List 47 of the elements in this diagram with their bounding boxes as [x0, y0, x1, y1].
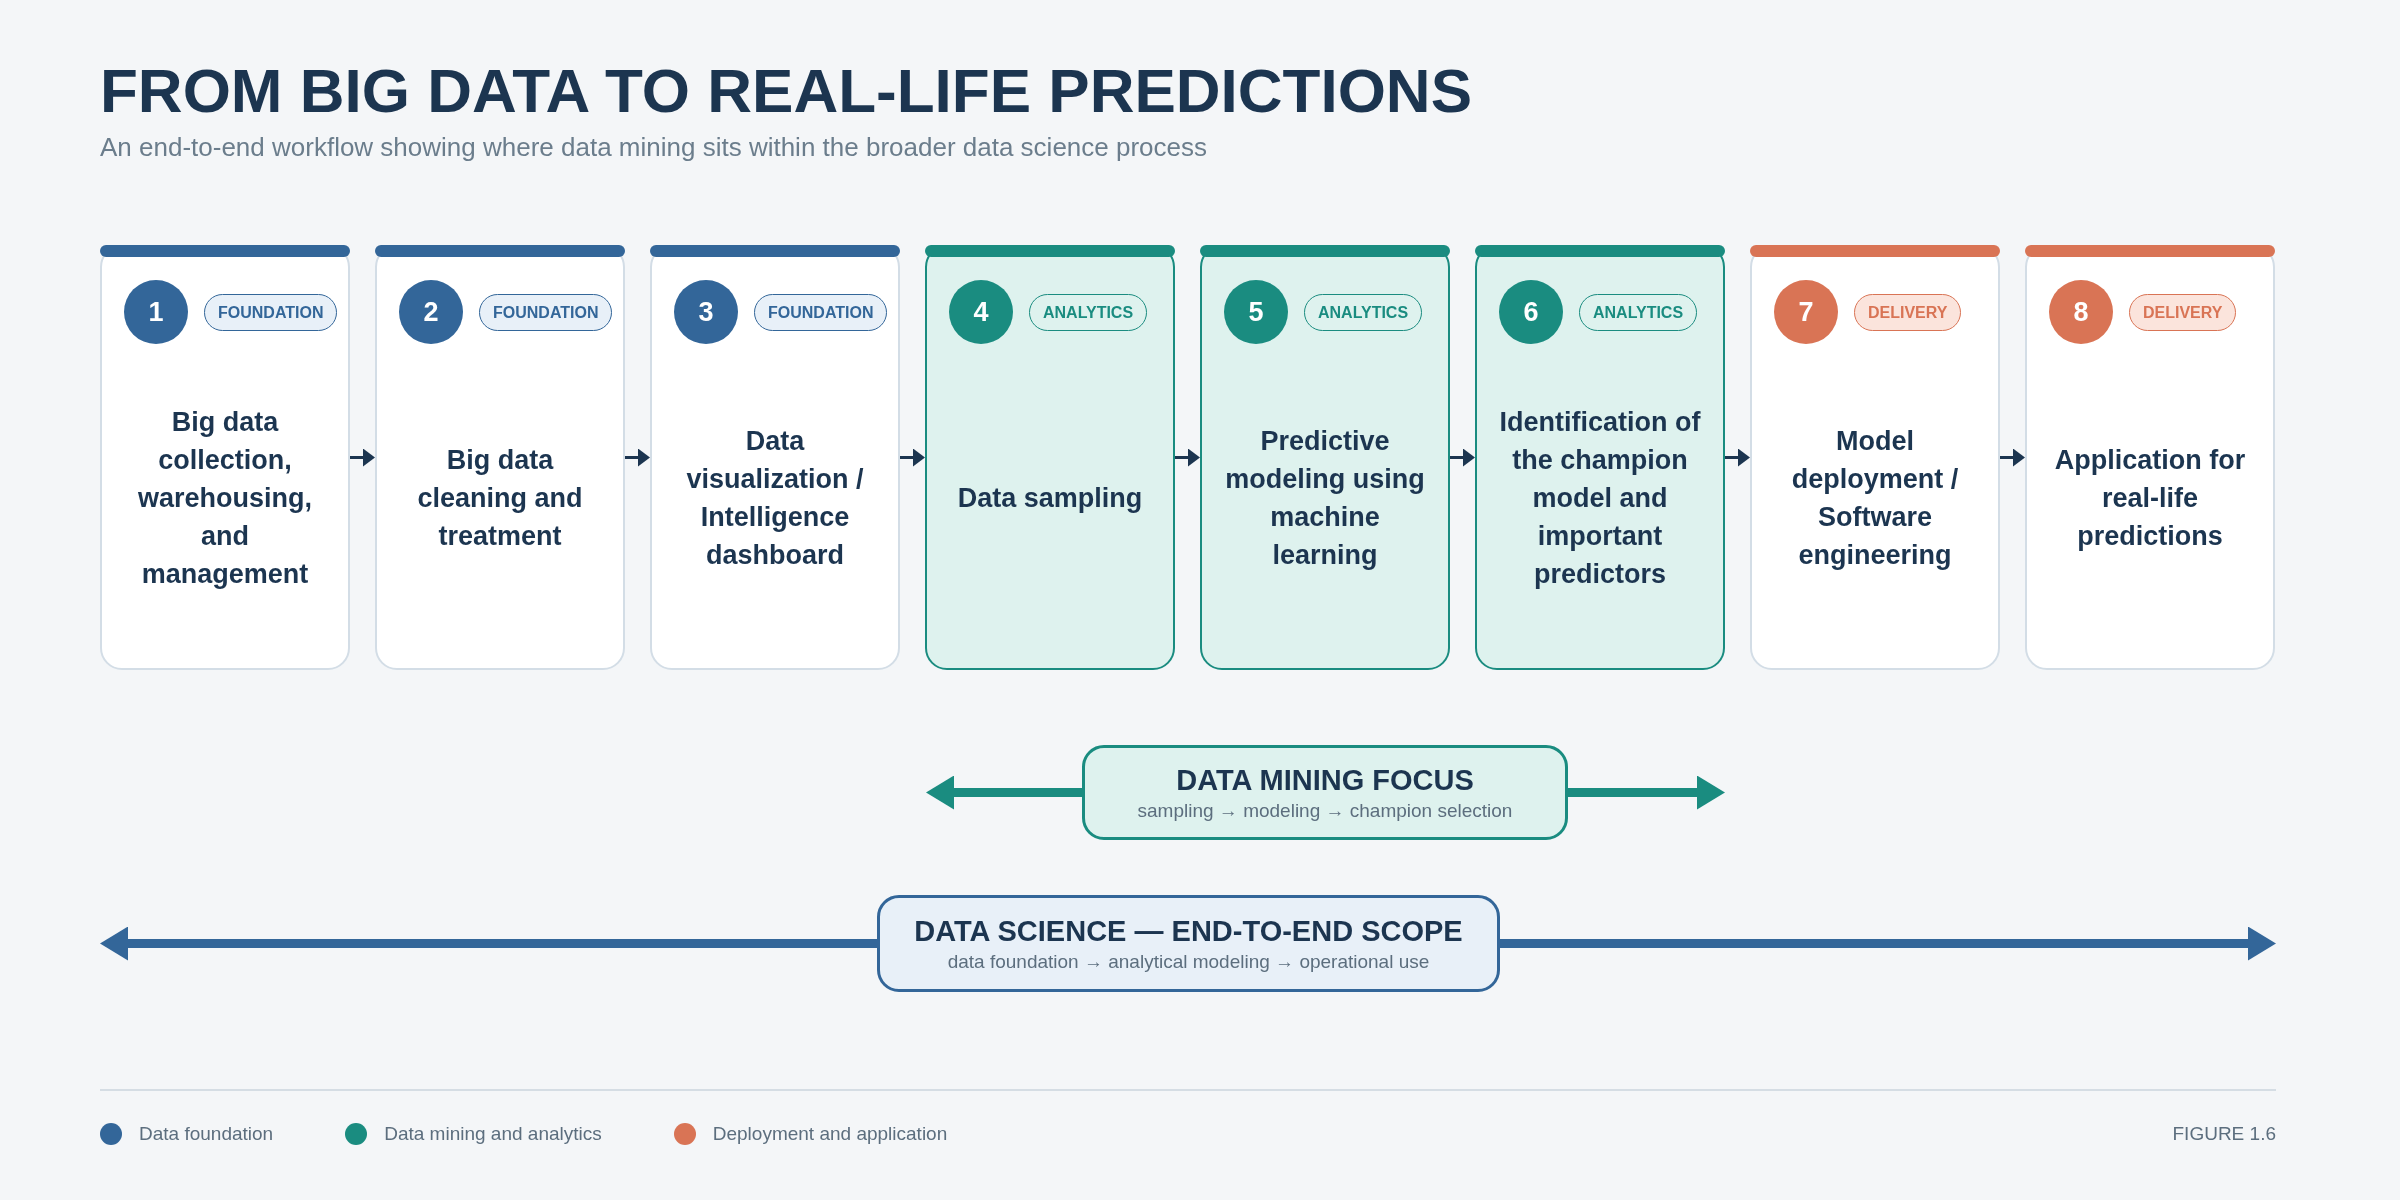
category-tag: FOUNDATION	[754, 294, 888, 331]
step-card	[375, 245, 625, 670]
category-tag: ANALYTICS	[1029, 294, 1148, 331]
category-tag: FOUNDATION	[204, 294, 338, 331]
category-tag: DELIVERY	[2129, 294, 2237, 331]
step-title: Predictive modeling using machine learning	[1224, 424, 1426, 572]
step-title: Model deployment / Software engineering	[1790, 424, 1960, 572]
scope-title: DATA SCIENCE — END-TO-END SCOPE	[914, 913, 1463, 949]
thick-arrow	[926, 775, 1082, 810]
arrow	[1175, 448, 1200, 467]
step-card	[650, 245, 900, 670]
step-card	[925, 245, 1175, 670]
legend-label: Data foundation	[139, 1123, 274, 1145]
legend-label: Data mining and analytics	[384, 1123, 602, 1145]
scope-box	[877, 895, 1500, 992]
arrow	[2000, 448, 2025, 467]
thick-arrow	[1568, 775, 1725, 810]
step-title: Identification of the champion model and important predictors	[1498, 405, 1702, 591]
category-tag: ANALYTICS	[1579, 294, 1698, 331]
arrow	[1450, 448, 1475, 467]
step-title: Data sampling	[957, 481, 1143, 515]
scope-title: DATA MINING FOCUS	[1176, 762, 1474, 798]
thick-arrow	[1500, 926, 2276, 961]
step-title: Big data cleaning and treatment	[416, 443, 584, 553]
scope-box	[1082, 745, 1568, 840]
thick-arrow	[100, 926, 877, 961]
step-card	[1750, 245, 2000, 670]
category-tag: ANALYTICS	[1304, 294, 1423, 331]
step-title: Big data collection, warehousing, and management	[137, 405, 313, 591]
step-title: Application for real-life predictions	[2053, 443, 2247, 553]
scope-subtitle: sampling → modeling → champion selection	[1137, 798, 1513, 823]
arrow	[625, 448, 650, 467]
subtitle: An end-to-end workflow showing where data mining sits within the broader data science process	[100, 134, 1208, 160]
arrow	[900, 448, 925, 467]
scope-subtitle: data foundation → analytical modeling → operational use	[947, 949, 1430, 974]
arrow	[350, 448, 375, 467]
step-card	[1475, 245, 1725, 670]
step-title: Data visualization / Intelligence dashboard	[685, 424, 865, 572]
arrow	[1725, 448, 1750, 467]
category-tag: FOUNDATION	[479, 294, 613, 331]
step-card	[2025, 245, 2275, 670]
diagram-title: FROM BIG DATA TO REAL-LIFE PREDICTIONS	[100, 60, 1472, 122]
category-tag: DELIVERY	[1854, 294, 1962, 331]
step-card	[1200, 245, 1450, 670]
figure-number: FIGURE 1.6	[2172, 1123, 2276, 1145]
step-card	[100, 245, 350, 670]
legend-label: Deployment and application	[712, 1123, 948, 1145]
